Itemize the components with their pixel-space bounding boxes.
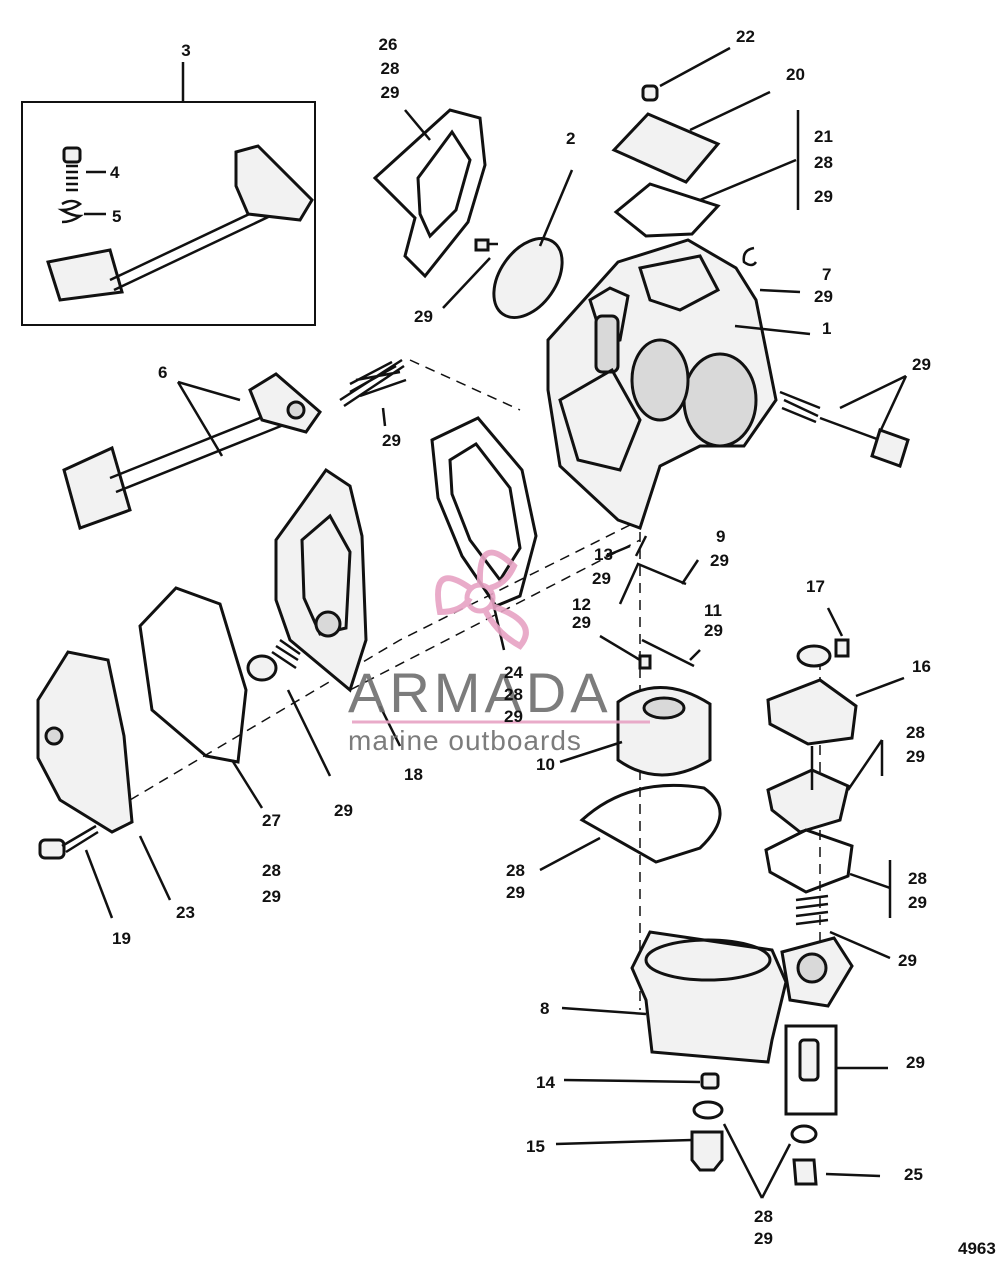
callout-labels: 3 4 5 26 28 29 22 20 2 21 28 29 7 29 1 2… bbox=[110, 27, 996, 1258]
callout-27-29: 29 bbox=[262, 887, 281, 906]
pump-cover-gasket bbox=[138, 586, 264, 809]
callout-7-29: 29 bbox=[814, 287, 833, 306]
callout-28d-29: 29 bbox=[754, 1229, 773, 1248]
callout-28b: 28 bbox=[506, 861, 525, 880]
callout-13-29: 29 bbox=[592, 569, 611, 588]
watermark-brand: ARMADA bbox=[348, 661, 612, 724]
callout-1: 1 bbox=[822, 319, 831, 338]
fuel-pump-gasket bbox=[430, 416, 538, 651]
callout-24: 24 bbox=[504, 663, 523, 682]
float-bowl-part bbox=[561, 930, 854, 1064]
clip-part bbox=[742, 246, 801, 294]
callout-11-29: 29 bbox=[704, 621, 723, 640]
drain-screw-parts bbox=[555, 1072, 881, 1199]
callout-28c-29: 29 bbox=[908, 893, 927, 912]
cover-plate-part bbox=[611, 90, 800, 238]
spring-part bbox=[339, 358, 407, 427]
callout-5: 5 bbox=[112, 207, 121, 226]
needle-valve-parts bbox=[599, 535, 701, 670]
callout-17: 17 bbox=[806, 577, 825, 596]
callout-12: 12 bbox=[572, 595, 591, 614]
callout-27: 27 bbox=[262, 811, 281, 830]
throttle-body-gasket bbox=[372, 108, 487, 279]
callout-2: 2 bbox=[566, 129, 575, 148]
callout-27-28: 28 bbox=[262, 861, 281, 880]
callout-26-28: 28 bbox=[381, 59, 400, 78]
callout-28b-29: 29 bbox=[506, 883, 525, 902]
callout-20: 20 bbox=[786, 65, 805, 84]
callout-12-29: 29 bbox=[572, 613, 591, 632]
callout-13: 13 bbox=[594, 545, 613, 564]
callout-19: 19 bbox=[112, 929, 131, 948]
callout-18: 18 bbox=[404, 765, 423, 784]
callout-28d: 28 bbox=[754, 1207, 773, 1226]
inset-box bbox=[21, 62, 316, 326]
callout-24-29: 29 bbox=[504, 707, 523, 726]
propeller-logo bbox=[435, 549, 529, 650]
callout-6: 6 bbox=[158, 363, 167, 382]
float-bowl-gasket bbox=[539, 784, 722, 872]
callout-29-valve: 29 bbox=[334, 801, 353, 820]
callout-4: 4 bbox=[110, 163, 120, 182]
callout-16: 16 bbox=[912, 657, 931, 676]
callout-15: 15 bbox=[526, 1137, 545, 1156]
callout-28a-29: 29 bbox=[906, 747, 925, 766]
callout-29-spring: 29 bbox=[382, 431, 401, 450]
drawing-number: 4963 bbox=[958, 1239, 996, 1258]
callout-22: 22 bbox=[736, 27, 755, 46]
mixture-needle-part bbox=[779, 374, 910, 468]
watermark-tagline: marine outboards bbox=[348, 725, 582, 756]
callout-7: 7 bbox=[822, 265, 831, 284]
top-screw-part bbox=[641, 46, 731, 102]
callout-26-29: 29 bbox=[381, 83, 400, 102]
pump-cover-part bbox=[36, 650, 172, 901]
callout-23: 23 bbox=[176, 903, 195, 922]
callout-29-small-screw: 29 bbox=[414, 307, 433, 326]
accelerator-pump-parts bbox=[764, 607, 905, 1116]
callout-29-needle: 29 bbox=[912, 355, 931, 374]
callout-14: 14 bbox=[536, 1073, 555, 1092]
screw-part bbox=[442, 238, 498, 309]
diaphragm-part bbox=[492, 169, 574, 319]
float-part bbox=[559, 686, 712, 777]
armada-watermark: ARMADA marine outboards bbox=[348, 549, 650, 756]
fuel-pump-body-part bbox=[274, 467, 402, 747]
callout-21-29: 29 bbox=[814, 187, 833, 206]
callout-29-bowl-spring: 29 bbox=[898, 951, 917, 970]
cover-screw-part bbox=[38, 824, 114, 919]
carburetor-body-part bbox=[546, 238, 811, 530]
callout-9: 9 bbox=[716, 527, 725, 546]
callout-9-29: 29 bbox=[710, 551, 729, 570]
callout-10: 10 bbox=[536, 755, 555, 774]
callout-8: 8 bbox=[540, 999, 549, 1018]
callout-29-kit: 29 bbox=[906, 1053, 925, 1072]
callout-24-28: 28 bbox=[504, 685, 523, 704]
callout-28c: 28 bbox=[908, 869, 927, 888]
callout-11: 11 bbox=[704, 601, 722, 620]
callout-28a: 28 bbox=[906, 723, 925, 742]
callout-26: 26 bbox=[379, 35, 398, 54]
throttle-lever-part bbox=[62, 372, 323, 530]
callout-21: 21 bbox=[814, 127, 833, 146]
callout-3: 3 bbox=[181, 41, 190, 60]
callout-25: 25 bbox=[904, 1165, 923, 1184]
check-valve-part bbox=[246, 638, 332, 777]
callout-21-28: 28 bbox=[814, 153, 833, 172]
